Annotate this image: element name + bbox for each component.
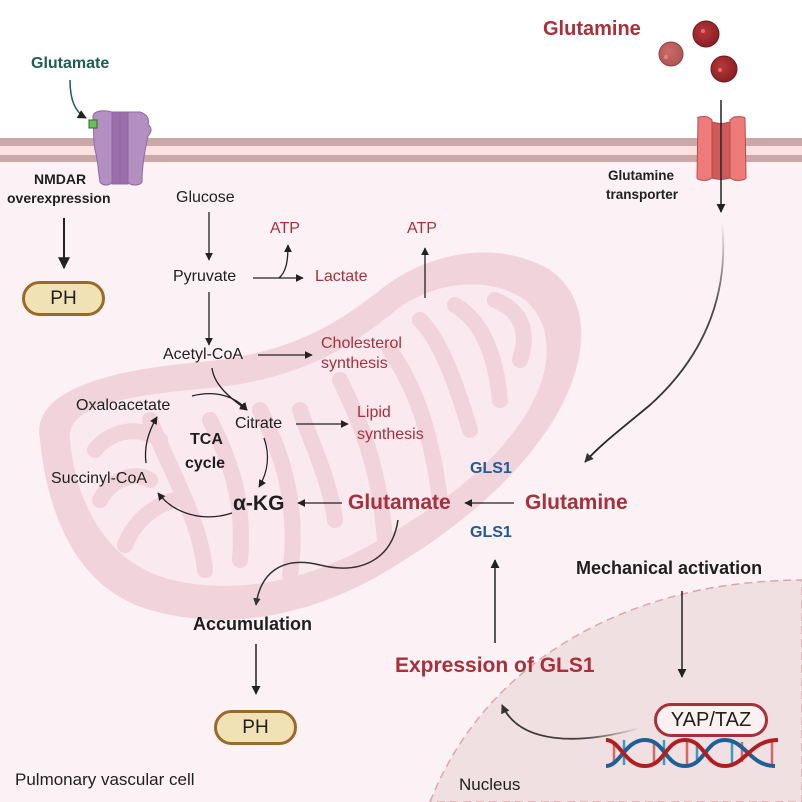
mitochondrion <box>39 252 582 620</box>
glucose-label: Glucose <box>176 189 235 206</box>
glutamine-transporter-label-2: transporter <box>606 187 679 202</box>
lipid-synthesis-label-1: Lipid <box>357 404 391 421</box>
cholesterol-synthesis-label-1: Cholesterol <box>321 335 402 352</box>
arrow-glutamate-to-accumulation <box>253 519 399 606</box>
arrow-oxaloacetate-to-citrate <box>191 393 248 411</box>
ph-outcome-badge: PH <box>214 710 297 745</box>
nucleus-label: Nucleus <box>459 775 521 794</box>
glutamine-transporter-label-1: Glutamine <box>608 168 675 183</box>
glutamate-mito-label: Glutamate <box>348 491 451 514</box>
glutamate-binding-arrow <box>69 79 87 119</box>
mechanical-activation-label: Mechanical activation <box>576 558 763 578</box>
arrow-citrate-to-akg <box>258 437 269 488</box>
tca-cycle-label-1: TCA <box>190 431 223 448</box>
glutamate-extracellular-label: Glutamate <box>31 55 110 72</box>
arrow-succinylcoa-to-oxaloacetate <box>144 416 158 464</box>
oxaloacetate-label: Oxaloacetate <box>76 397 171 414</box>
cholesterol-synthesis-label-2: synthesis <box>321 355 388 372</box>
ph-outcome-badge: PH <box>22 281 105 316</box>
nmdar-label: NMDAR <box>34 171 87 187</box>
glutamine-molecule-icon <box>692 20 720 48</box>
nmdar-overexpression-label: overexpression <box>7 190 111 206</box>
lipid-synthesis-label-2: synthesis <box>357 426 424 443</box>
atp-label: ATP <box>270 220 300 237</box>
arrow-transporter-to-glutamine <box>584 221 725 463</box>
gls1-enzyme-label: GLS1 <box>470 460 512 477</box>
glutamine-transporter-icon <box>696 116 747 181</box>
gls1-enzyme-label: GLS1 <box>470 524 512 541</box>
acetyl-coa-label: Acetyl-CoA <box>163 346 244 363</box>
arrow-yaptaz-to-expression <box>501 704 641 740</box>
tca-cycle-label-2: cycle <box>185 455 226 472</box>
expression-of-gls1-label: Expression of GLS1 <box>395 654 595 677</box>
succinyl-coa-label: Succinyl-CoA <box>51 470 148 487</box>
cell-membrane <box>0 138 802 162</box>
glutamine-molecule-icon <box>710 55 738 83</box>
glutamine-molecule-icon <box>658 41 684 67</box>
glutamine-extracellular-label: Glutamine <box>543 18 641 40</box>
glutamine-cyto-label: Glutamine <box>525 491 628 514</box>
yap-taz-badge: YAP/TAZ <box>654 703 768 737</box>
lactate-label: Lactate <box>315 268 368 285</box>
pyruvate-label: Pyruvate <box>173 268 237 285</box>
pulmonary-vascular-cell-label: Pulmonary vascular cell <box>15 770 195 789</box>
atp-label: ATP <box>407 220 437 237</box>
arrow-akg-to-succinylcoa <box>157 492 233 518</box>
citrate-label: Citrate <box>235 415 283 432</box>
nmdar-receptor-icon <box>88 110 152 186</box>
accumulation-label: Accumulation <box>193 614 313 634</box>
arrow-pyruvate-to-atp <box>278 244 292 279</box>
alpha-kg-label: α-KG <box>233 492 285 515</box>
dna-helix-icon <box>605 737 779 769</box>
